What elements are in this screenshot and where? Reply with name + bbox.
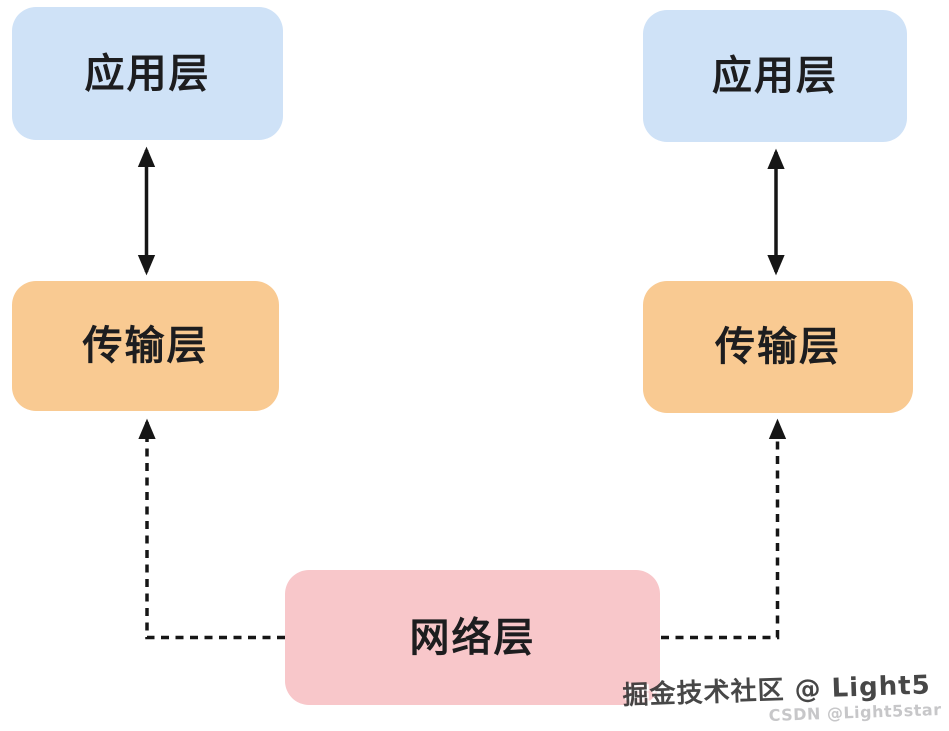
watermark-primary-text: 掘金技术社区 @ Light5 <box>622 670 932 712</box>
node-transport-layer-left: 传输层 <box>12 281 279 411</box>
node-application-layer-right-label: 应用层 <box>712 53 838 99</box>
dashed-arrow-network-to-transport-left <box>138 418 285 640</box>
node-transport-layer-right-label: 传输层 <box>715 324 841 370</box>
node-application-layer-left: 应用层 <box>12 7 283 140</box>
node-application-layer-left-label: 应用层 <box>84 50 211 97</box>
node-network-layer: 网络层 <box>285 570 660 705</box>
node-transport-layer-right: 传输层 <box>643 281 913 413</box>
node-transport-layer-left-label: 传输层 <box>82 323 209 369</box>
watermark: 掘金技术社区 @ Light5 CSDN @Light5star <box>620 670 942 730</box>
dashed-arrow-network-to-transport-right <box>661 418 787 640</box>
node-network-layer-label: 网络层 <box>409 614 536 661</box>
watermark-secondary-text: CSDN @Light5star <box>768 699 942 726</box>
node-application-layer-right: 应用层 <box>643 10 907 142</box>
